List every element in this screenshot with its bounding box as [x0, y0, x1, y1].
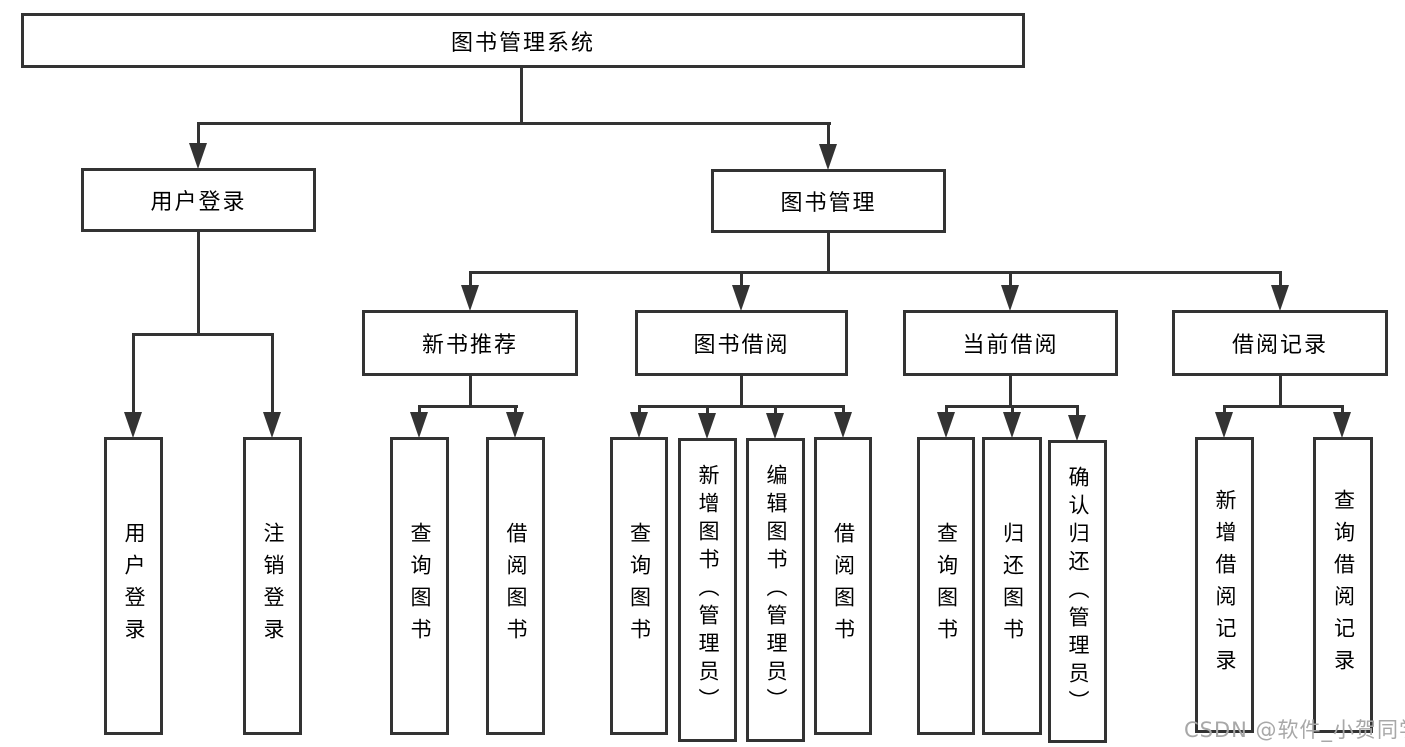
connector-book-borrow-stem: [740, 374, 743, 407]
leaf-logout: 注销登录: [243, 437, 302, 735]
connector-user-login-drop: [197, 122, 200, 146]
connector-drop: [418, 405, 421, 416]
connector-book-mgmt-stem: [827, 231, 830, 273]
arrow-down-icon: [1003, 412, 1021, 438]
connector-new-books-rail: [418, 405, 518, 408]
connector-root-stem: [520, 68, 523, 125]
leaf-borrow-books: 借阅图书: [486, 437, 545, 735]
arrow-down-icon: [410, 412, 428, 438]
connector-drop: [514, 405, 517, 416]
leaf-label: 查询图书: [627, 522, 652, 650]
connector-drop: [740, 271, 743, 288]
leaf-query-books: 查询图书: [917, 437, 975, 735]
connector-drop: [271, 333, 274, 415]
arrow-down-icon: [819, 144, 837, 170]
node-user-login: 用户登录: [81, 168, 316, 232]
connector-book-borrow-rail: [638, 405, 844, 408]
connector-drop: [1223, 405, 1226, 416]
node-book-mgmt: 图书管理: [711, 169, 946, 233]
node-borrow-records: 借阅记录: [1172, 310, 1388, 376]
node-root: 图书管理系统: [21, 13, 1025, 68]
leaf-label: 查询借阅记录: [1331, 489, 1356, 681]
arrow-down-icon: [124, 412, 142, 438]
connector-drop: [1076, 405, 1079, 416]
connector-drop: [945, 405, 948, 416]
leaf-query-books: 查询图书: [390, 437, 449, 735]
leaf-label: 查询图书: [934, 522, 959, 650]
arrow-down-icon: [263, 412, 281, 438]
leaf-label: 借阅图书: [831, 522, 856, 650]
arrow-down-icon: [1271, 285, 1289, 311]
leaf-label: 新增借阅记录: [1213, 489, 1237, 681]
arrow-down-icon: [1001, 285, 1019, 311]
leaf-user-login: 用户登录: [104, 437, 163, 735]
connector-drop: [1011, 405, 1014, 416]
leaf-label: 用户登录: [122, 522, 146, 650]
connector-user-login-rail: [132, 333, 274, 336]
leaf-label: 查询图书: [408, 522, 432, 650]
leaf-label: 归还图书: [1000, 522, 1025, 650]
connector-drop: [706, 405, 709, 416]
leaf-confirm-return-admin: 确认归还（管理员）: [1048, 440, 1107, 743]
arrow-down-icon: [630, 412, 648, 438]
leaf-label: 新增图书（管理员）: [696, 464, 720, 716]
csdn-watermark: CSDN @软件_小贺同学: [1184, 718, 1405, 742]
connector-drop: [1341, 405, 1344, 416]
connector-level2-rail: [197, 122, 831, 125]
connector-new-books-stem: [469, 374, 472, 407]
arrow-down-icon: [461, 285, 479, 311]
connector-drop: [1279, 271, 1282, 288]
leaf-label: 编辑图书（管理员）: [764, 464, 788, 716]
connector-book-mgmt-drop: [827, 122, 830, 146]
connector-drop: [638, 405, 641, 416]
leaf-label: 确认归还（管理员）: [1066, 465, 1090, 718]
arrow-down-icon: [1068, 415, 1086, 441]
connector-drop: [132, 333, 135, 415]
connector-borrow-records-rail: [1223, 405, 1343, 408]
leaf-label: 借阅图书: [504, 522, 528, 650]
leaf-query-books: 查询图书: [610, 437, 668, 735]
connector-drop: [1009, 271, 1012, 288]
connector-drop: [842, 405, 845, 416]
node-book-borrow: 图书借阅: [635, 310, 848, 376]
connector-current-borrow-stem: [1009, 374, 1012, 407]
arrow-down-icon: [698, 413, 716, 439]
leaf-add-books-admin: 新增图书（管理员）: [678, 438, 737, 742]
arrow-down-icon: [189, 143, 207, 169]
leaf-borrow-books: 借阅图书: [814, 437, 872, 735]
arrow-down-icon: [937, 412, 955, 438]
leaf-edit-books-admin: 编辑图书（管理员）: [746, 438, 805, 742]
arrow-down-icon: [834, 412, 852, 438]
arrow-down-icon: [766, 413, 784, 439]
node-current-borrow: 当前借阅: [903, 310, 1118, 376]
leaf-query-borrow-record: 查询借阅记录: [1313, 437, 1373, 733]
connector-level3-rail: [469, 271, 1282, 274]
leaf-return-books: 归还图书: [982, 437, 1042, 735]
connector-user-login-stem: [197, 230, 200, 335]
leaf-label: 注销登录: [261, 522, 285, 650]
arrow-down-icon: [1215, 412, 1233, 438]
arrow-down-icon: [1333, 412, 1351, 438]
arrow-down-icon: [506, 412, 524, 438]
arrow-down-icon: [732, 285, 750, 311]
connector-drop: [469, 271, 472, 288]
connector-drop: [774, 405, 777, 416]
connector-borrow-records-stem: [1279, 374, 1282, 407]
node-new-books: 新书推荐: [362, 310, 578, 376]
leaf-add-borrow-record: 新增借阅记录: [1195, 437, 1254, 733]
